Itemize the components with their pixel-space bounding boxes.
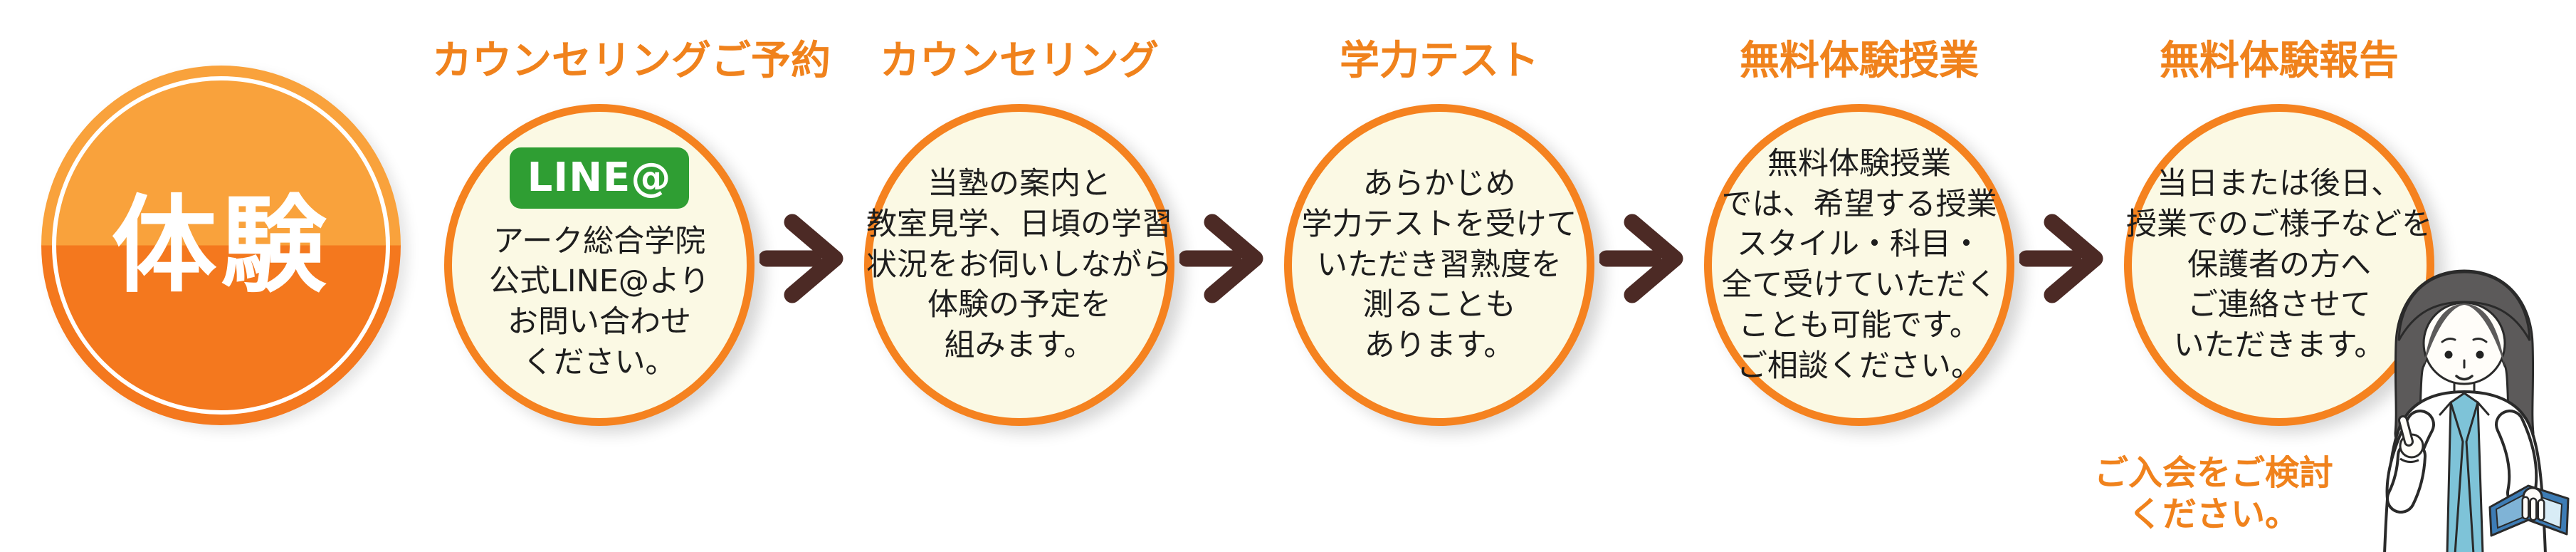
step-circle: 当日または後日、授業でのご様子などを保護者の方へご連絡させていただきます。 bbox=[2124, 104, 2434, 426]
step-free-trial-report: 無料体験報告 当日または後日、授業でのご様子などを保護者の方へご連絡させていただ… bbox=[2112, 40, 2446, 426]
step-counseling-reservation: カウンセリングご予約 LINE@ アーク総合学院公式LINE@よりお問い合わせく… bbox=[432, 38, 831, 426]
step-description: 当塾の案内と教室見学、日頃の学習状況をお伺いしながら体験の予定を組みます。 bbox=[866, 166, 1172, 364]
step-title: 無料体験授業 bbox=[1740, 38, 1979, 84]
trial-badge: 体験 bbox=[41, 66, 401, 425]
trial-badge-ring bbox=[52, 76, 390, 415]
line-at-logo: LINE@ bbox=[510, 147, 689, 209]
flow-arrow-icon bbox=[759, 212, 845, 305]
step-description: 当日または後日、授業でのご様子などを保護者の方へご連絡させていただきます。 bbox=[2126, 166, 2432, 364]
teacher-book bbox=[2488, 410, 2570, 537]
teacher-illustration bbox=[2350, 262, 2576, 552]
flow-arrow-icon bbox=[1599, 212, 1685, 305]
step-description: 無料体験授業では、希望する授業スタイル・科目・全て受けていただくことも可能です。… bbox=[1721, 145, 1997, 384]
step-free-trial-lesson: 無料体験授業 無料体験授業では、希望する授業スタイル・科目・全て受けていただくこ… bbox=[1692, 40, 2026, 426]
trial-badge-label: 体験 bbox=[111, 184, 331, 307]
teacher-face bbox=[2397, 271, 2531, 397]
step-circle: あらかじめ学力テストを受けていただき習熟度を測ることもあります。 bbox=[1284, 104, 1594, 426]
step-circle: 当塾の案内と教室見学、日頃の学習状況をお伺いしながら体験の予定を組みます。 bbox=[864, 104, 1174, 426]
flow-arrow-icon bbox=[1179, 212, 1265, 305]
step-counseling: カウンセリング 当塾の案内と教室見学、日頃の学習状況をお伺いしながら体験の予定を… bbox=[852, 40, 1187, 426]
step-description: アーク総合学院公式LINE@よりお問い合わせください。 bbox=[488, 223, 710, 380]
step-title: 学力テスト bbox=[1340, 38, 1539, 84]
step-description: あらかじめ学力テストを受けていただき習熟度を測ることもあります。 bbox=[1301, 166, 1577, 364]
flow-arrow-icon bbox=[2019, 212, 2105, 305]
step-title: カウンセリングご予約 bbox=[432, 38, 831, 84]
step-circle: LINE@ アーク総合学院公式LINE@よりお問い合わせください。 bbox=[444, 104, 755, 426]
teacher-pointing-hand bbox=[2385, 410, 2435, 514]
step-circle: 無料体験授業では、希望する授業スタイル・科目・全て受けていただくことも可能です。… bbox=[1704, 104, 2014, 426]
step-academic-test: 学力テスト あらかじめ学力テストを受けていただき習熟度を測ることもあります。 bbox=[1272, 40, 1607, 426]
join-consideration-caption: ご入会をご検討ください。 bbox=[2093, 453, 2333, 534]
step-title: 無料体験報告 bbox=[2160, 38, 2399, 84]
step-title: カウンセリング bbox=[880, 38, 1159, 84]
